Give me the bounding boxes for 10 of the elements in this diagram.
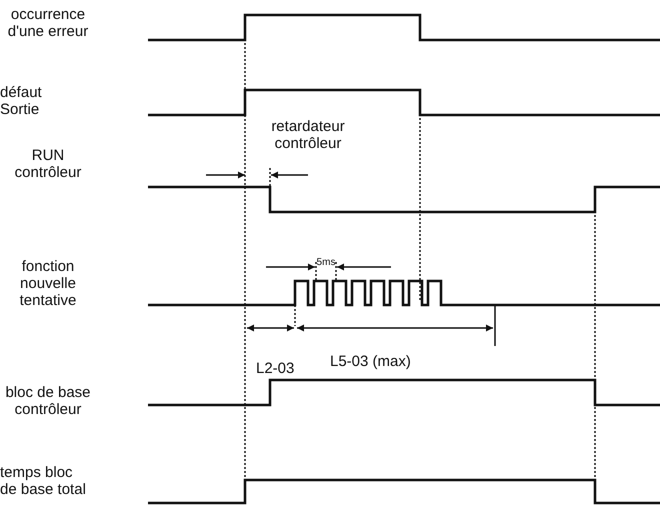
time-label: 5ms [316, 257, 336, 269]
dimension-label: L5-03 (max) [330, 353, 412, 370]
signal-name: défaut Sortie [0, 84, 43, 118]
dimension-label: L2-03 [256, 360, 296, 377]
annotation: retardateur contrôleur [270, 118, 346, 152]
signal-name: temps bloc de base total [0, 464, 87, 498]
signal-name: occurrence d'une erreur [6, 6, 90, 40]
signal-name: fonction nouvelle tentative [18, 258, 78, 309]
signal-name: RUN contrôleur [14, 147, 82, 181]
signal-name: bloc de base contrôleur [4, 384, 92, 418]
